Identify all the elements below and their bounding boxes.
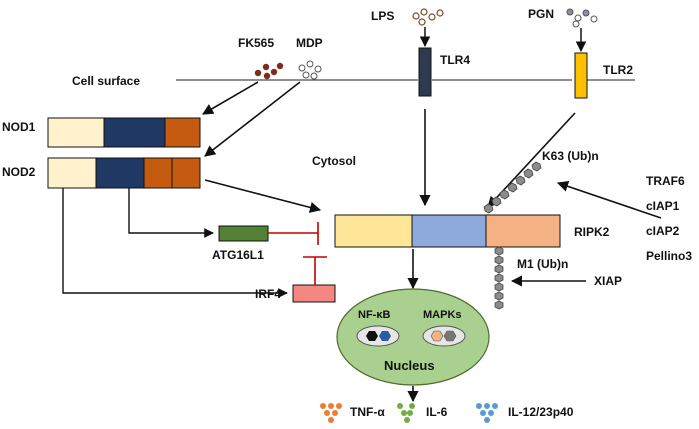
nfkb-label: NF-κB [358, 309, 390, 321]
tlr2-label: TLR2 [603, 63, 633, 77]
nod2-label: NOD2 [2, 165, 36, 179]
nod2-to-ripk2-arrow [204, 179, 322, 213]
tlr4-receptor [418, 47, 432, 97]
nod2-protein [47, 157, 201, 189]
irf4-protein [292, 284, 336, 303]
mdp-ligand-icon [298, 60, 322, 80]
il6-label: IL-6 [426, 405, 448, 419]
pgn-label: PGN [528, 7, 554, 21]
fk565-to-nod1-arrow [202, 81, 259, 115]
nucleus [336, 288, 490, 386]
fk565-ligand-icon [254, 62, 284, 80]
mdp-label: MDP [296, 36, 323, 50]
nucleus-label: Nucleus [384, 358, 435, 373]
nod2-to-atg16l1-arrow [128, 188, 214, 238]
k63-ubiquitin-chain [483, 161, 542, 214]
mdp-to-nod2-arrow [204, 81, 301, 157]
il12-23p40-label: IL-12/23p40 [508, 405, 574, 419]
m1-ubiquitin-chain [494, 246, 504, 310]
cytosol-label: Cytosol [312, 154, 356, 168]
nod1-label: NOD1 [2, 120, 36, 134]
atg16l1-inhibits-ripk2 [268, 222, 319, 245]
tlr4-label: TLR4 [440, 53, 470, 67]
nfkb-subunit-icon [366, 331, 378, 341]
mapks-label: MAPKs [423, 309, 462, 321]
mapk-subunit-icon [430, 330, 444, 342]
atg16l1-protein [218, 225, 269, 242]
mapk-subunit-icon [443, 330, 457, 342]
tnf-alpha-icon [320, 403, 342, 423]
lps-label: LPS [371, 9, 394, 23]
irf4-label: IRF4 [255, 287, 281, 301]
lps-ligand-icon [412, 8, 444, 26]
ripk2-label: RIPK2 [574, 225, 610, 239]
irf4-inhibits-ripk2 [303, 256, 327, 285]
k63-label: K63 (Ub)n [542, 149, 599, 163]
nod2-to-irf4-arrow [62, 188, 288, 298]
tlr2-receptor [574, 52, 588, 99]
pellino3-label: Pellino3 [646, 249, 692, 263]
pgn-ligand-icon [566, 8, 598, 28]
nfkb-subunit-icon [379, 331, 391, 341]
cell-surface-label: Cell surface [72, 74, 140, 88]
xiap-label: XIAP [594, 274, 622, 288]
ciap1-label: cIAP1 [646, 199, 680, 213]
traf6-label: TRAF6 [646, 174, 685, 188]
m1-label: M1 (Ub)n [517, 257, 568, 271]
ligases-to-k63-arrow [556, 180, 662, 219]
atg16l1-label: ATG16L1 [212, 248, 264, 262]
tnf-alpha-label: TNF-α [350, 405, 385, 419]
fk565-label: FK565 [238, 36, 274, 50]
il6-icon [397, 403, 415, 423]
nod1-protein [47, 117, 201, 148]
ripk2-protein [334, 214, 561, 248]
il12-23p40-icon [476, 403, 498, 423]
ciap2-label: cIAP2 [646, 224, 680, 238]
